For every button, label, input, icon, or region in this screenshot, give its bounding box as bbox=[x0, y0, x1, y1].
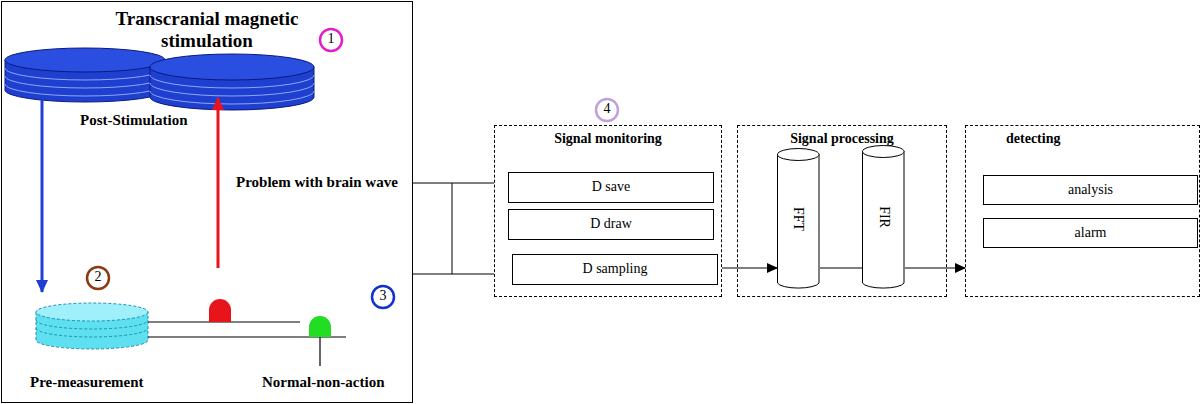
box-label: D sampling bbox=[583, 261, 648, 277]
callout-circle bbox=[372, 286, 394, 308]
filter-cylinder: FFT bbox=[777, 148, 820, 290]
bracket-line bbox=[452, 183, 453, 274]
process-box: D save bbox=[508, 172, 714, 203]
part-label: Pre-measurement bbox=[30, 374, 144, 391]
group-title: detecting bbox=[966, 131, 1199, 147]
leader-line bbox=[319, 337, 320, 366]
process-box: alarm bbox=[983, 218, 1198, 248]
callout-number: 2 bbox=[86, 269, 110, 285]
arrow-label: Post-Stimulation bbox=[80, 112, 188, 129]
arrow-label: Problem with brain wave bbox=[236, 174, 398, 191]
callout-number: 3 bbox=[371, 288, 395, 304]
disc-layer bbox=[36, 320, 148, 337]
group-title: Signal processing bbox=[738, 131, 946, 147]
callout-circle bbox=[596, 99, 618, 121]
box-label: D save bbox=[592, 179, 631, 195]
cylinder-side bbox=[778, 154, 820, 288]
cylinder-side bbox=[863, 151, 905, 288]
box-label: D draw bbox=[590, 216, 632, 232]
processing-group: FFT FIR Signal processing bbox=[737, 125, 947, 297]
process-box: D sampling bbox=[512, 254, 718, 285]
stimulation-panel: Transcranial magnetic stimulation bbox=[1, 1, 413, 403]
connector bbox=[722, 267, 777, 268]
disc-top bbox=[36, 303, 148, 321]
monitoring-group: D save D draw D sampling Signal monitoring bbox=[494, 125, 722, 297]
part-label: Normal-non-action bbox=[262, 374, 385, 391]
process-box: D draw bbox=[508, 209, 714, 240]
box-label: analysis bbox=[1068, 182, 1113, 198]
filter-cylinder: FIR bbox=[862, 145, 905, 290]
callout-number: 4 bbox=[595, 101, 619, 117]
red-indicator bbox=[209, 299, 231, 322]
cylinder-label: FIR bbox=[875, 207, 891, 229]
box-label: alarm bbox=[1075, 225, 1107, 241]
connector bbox=[413, 182, 494, 183]
callout-circle bbox=[320, 29, 342, 51]
green-indicator bbox=[309, 316, 331, 337]
cylinder-top bbox=[778, 149, 820, 161]
problem-arrow bbox=[217, 98, 220, 268]
callout-number: 1 bbox=[319, 31, 343, 47]
coil-top bbox=[5, 48, 165, 72]
cylinder-label: FFT bbox=[790, 207, 806, 231]
post-stimulation-arrow bbox=[41, 98, 44, 292]
connector bbox=[413, 273, 494, 274]
cylinder-top bbox=[863, 146, 905, 158]
group-title: Signal monitoring bbox=[495, 131, 721, 147]
detecting-group: analysis alarm detecting bbox=[965, 125, 1200, 297]
callout-circle bbox=[87, 267, 109, 289]
panel-title: Transcranial magnetic stimulation bbox=[87, 8, 327, 52]
connector bbox=[905, 267, 965, 268]
process-box: analysis bbox=[983, 175, 1198, 205]
coil-top bbox=[150, 54, 314, 80]
connector bbox=[820, 267, 862, 268]
